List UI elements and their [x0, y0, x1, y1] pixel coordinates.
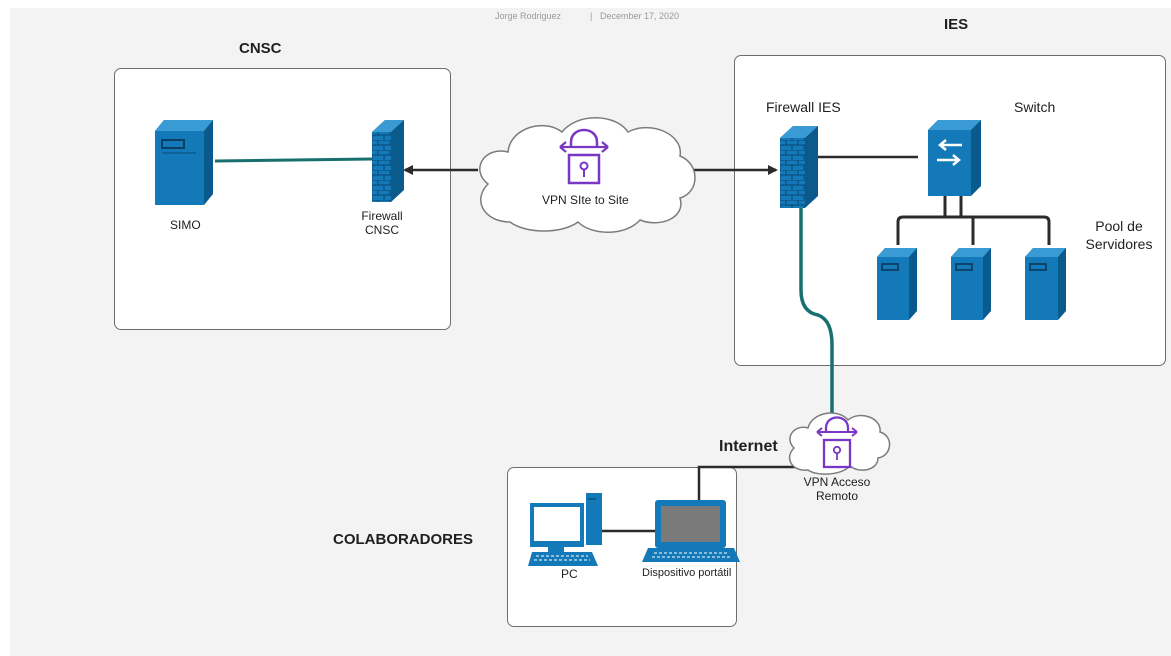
pool-server-1-icon	[877, 248, 917, 320]
vpn-remote-lock-icon	[816, 416, 858, 469]
pool-server-2-icon	[951, 248, 991, 320]
pool-server-3-icon	[1025, 248, 1066, 320]
pool-label: Pool de Servidores	[1080, 217, 1158, 253]
firewall-cnsc-label: Firewall CNSC	[355, 209, 409, 237]
firewall-cnsc-icon	[372, 120, 404, 202]
ies-title: IES	[944, 16, 969, 33]
header-date: December 17, 2020	[600, 11, 680, 21]
firewall-ies-icon	[780, 126, 818, 208]
colaboradores-title: COLABORADORES	[333, 531, 474, 548]
ies-box	[734, 55, 1166, 366]
switch-icon	[928, 120, 981, 196]
firewall-ies-label: Firewall IES	[766, 99, 841, 115]
vpn-remote-label-line1: VPN Acceso	[803, 475, 871, 489]
vpn-site-lock-icon	[559, 128, 609, 185]
vpn-remote-label-line2: Remoto	[815, 489, 859, 503]
vpn-remote-label: VPN Acceso Remoto	[798, 475, 876, 503]
internet-title: Internet	[719, 438, 778, 455]
header-separator: |	[590, 11, 593, 21]
simo-firewall-link	[214, 157, 373, 163]
laptop-internet-link	[697, 465, 800, 500]
switch-servers-tree	[896, 196, 1051, 245]
laptop-label: Dispositivo portátil	[642, 567, 732, 579]
header-author: Jorge Rodriguez	[495, 11, 562, 21]
laptop-icon	[642, 500, 740, 562]
pc-label: PC	[561, 567, 578, 581]
firewall-cnsc-label-line2: CNSC	[364, 223, 399, 237]
firewall-cnsc-label-line1: Firewall	[361, 209, 403, 223]
simo-label: SIMO	[170, 218, 201, 232]
pool-label-line1: Pool de	[1095, 218, 1143, 234]
pool-label-line2: Servidores	[1085, 236, 1153, 252]
firewall-remote-vpn-link	[799, 208, 834, 420]
switch-label: Switch	[1014, 99, 1056, 115]
pc-icon	[528, 493, 602, 566]
cnsc-title: CNSC	[239, 40, 282, 57]
vpn-site-label: VPN SIte to Site	[542, 193, 629, 207]
simo-server-icon	[155, 120, 213, 205]
